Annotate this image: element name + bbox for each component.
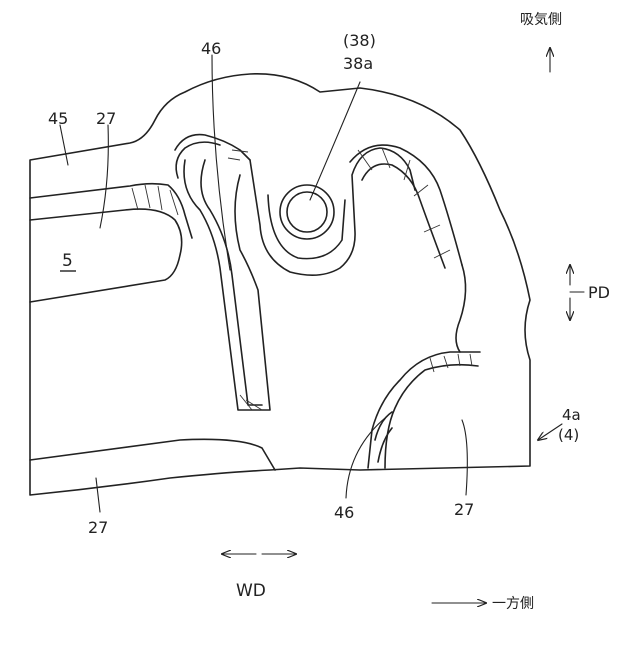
label-4: (4) [558,426,579,444]
valve-guide-outer [184,160,270,410]
label-27-bottom: 27 [88,518,108,537]
leader-27-right [462,420,467,495]
label-5: 5 [62,251,73,271]
right-pocket-inner [362,164,445,268]
leader-27-bottom [96,478,100,512]
plug-boss [250,148,415,275]
plug-bore-outer [280,185,334,239]
label-27-right: 27 [454,500,474,519]
head-outline [30,74,530,495]
label-4a: 4a [562,406,581,424]
lower-right-wall [456,265,466,352]
label-27-top: 27 [96,109,116,128]
label-38: (38) [343,31,376,50]
label-46-top: 46 [201,39,221,58]
leader-46-top [212,55,230,270]
lower-pocket-hatch [430,354,472,372]
valve-guide-inner [201,160,262,405]
label-38a: 38a [343,54,373,73]
label-wd: WD [236,581,266,601]
right-pocket-hatch [358,148,450,258]
label-one-side: 一方側 [492,596,534,612]
leader-45 [60,125,68,165]
label-pd: PD [588,283,610,302]
label-intake-side: 吸気側 [520,12,562,28]
label-45: 45 [48,109,68,128]
upper-strip-inner [30,209,182,302]
label-46-bottom: 46 [334,503,354,522]
chamber-lip [176,142,220,178]
plug-bore-inner [287,192,327,232]
lower-strip [30,439,275,470]
